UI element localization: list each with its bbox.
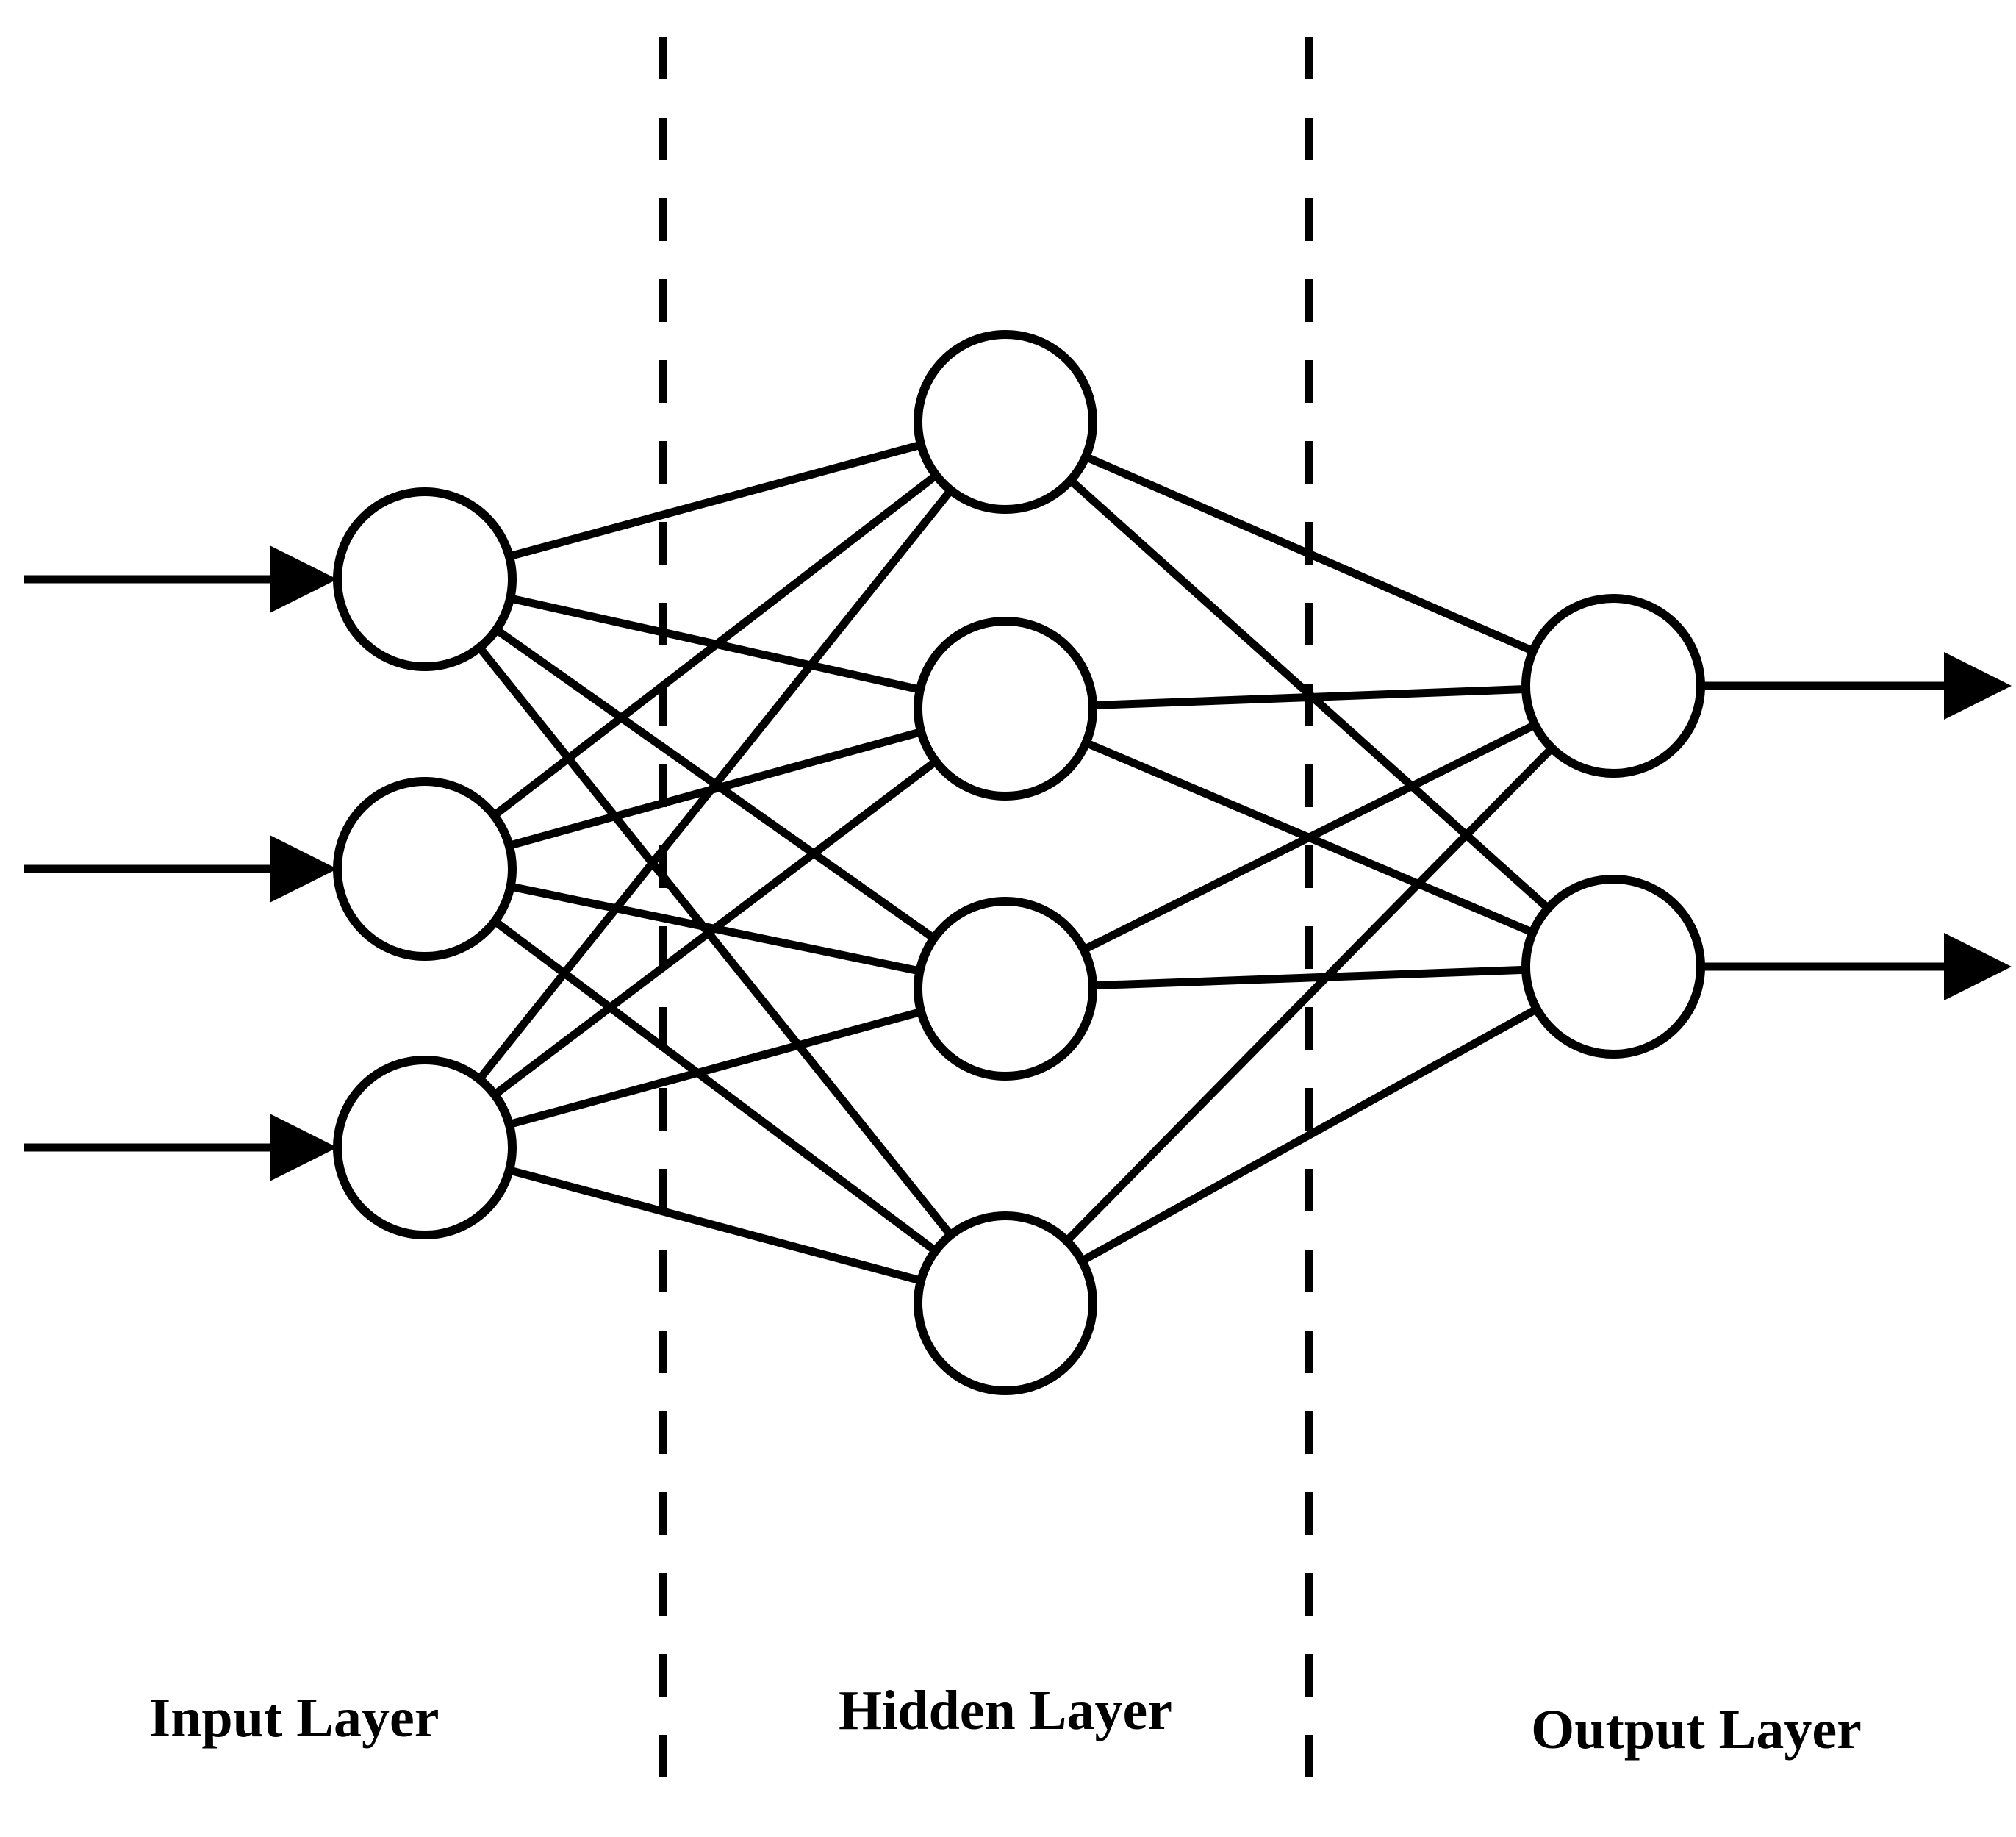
edge-input2-hidden4	[422, 865, 1008, 1307]
edge-input3-hidden1	[421, 419, 1009, 1150]
input-arrow-1-head-icon	[270, 545, 337, 613]
input-arrow-3	[24, 1114, 337, 1181]
layer-labels: Input Layer Hidden Layer Output Layer	[149, 1680, 1862, 1761]
input-node-2	[333, 777, 517, 961]
edge-input1-hidden1	[423, 418, 1007, 584]
hidden-layer-label: Hidden Layer	[839, 1680, 1172, 1741]
output-arrow-2-head-icon	[1944, 933, 2012, 1000]
edge-input2-hidden1	[422, 418, 1008, 873]
hidden-node-4	[914, 1211, 1097, 1395]
output-node-2	[1521, 875, 1705, 1059]
input-node-1	[333, 487, 517, 671]
input-layer-label: Input Layer	[149, 1687, 440, 1749]
edge-input3-hidden4	[423, 1143, 1007, 1308]
neuron-nodes	[333, 330, 1705, 1395]
input-arrow-2-head-icon	[270, 835, 337, 903]
hidden-node-3	[914, 897, 1097, 1081]
input-arrow-2	[24, 835, 337, 903]
edge-input1-hidden4	[421, 576, 1009, 1306]
edge-hidden3-output1	[1003, 682, 1615, 992]
output-arrow-1	[1701, 652, 2012, 720]
hidden-node-2	[914, 617, 1097, 801]
edge-hidden3-output2	[1005, 962, 1614, 993]
edge-hidden4-output2	[1003, 963, 1615, 1307]
hidden-node-1	[914, 330, 1097, 514]
io-arrows	[24, 545, 2012, 1181]
output-node-1	[1521, 594, 1705, 778]
layer-separators	[659, 37, 1313, 1810]
output-arrow-1-head-icon	[1944, 652, 2012, 720]
edge-hidden4-output1	[1002, 683, 1616, 1306]
input-arrow-1	[24, 545, 337, 613]
connection-edges	[421, 418, 1616, 1308]
input-node-3	[333, 1056, 517, 1239]
edge-input3-hidden3	[423, 984, 1007, 1152]
edge-input3-hidden2	[422, 705, 1008, 1151]
output-arrow-2	[1701, 933, 2012, 1000]
output-layer-label: Output Layer	[1531, 1699, 1862, 1761]
input-arrow-3-head-icon	[270, 1114, 337, 1181]
